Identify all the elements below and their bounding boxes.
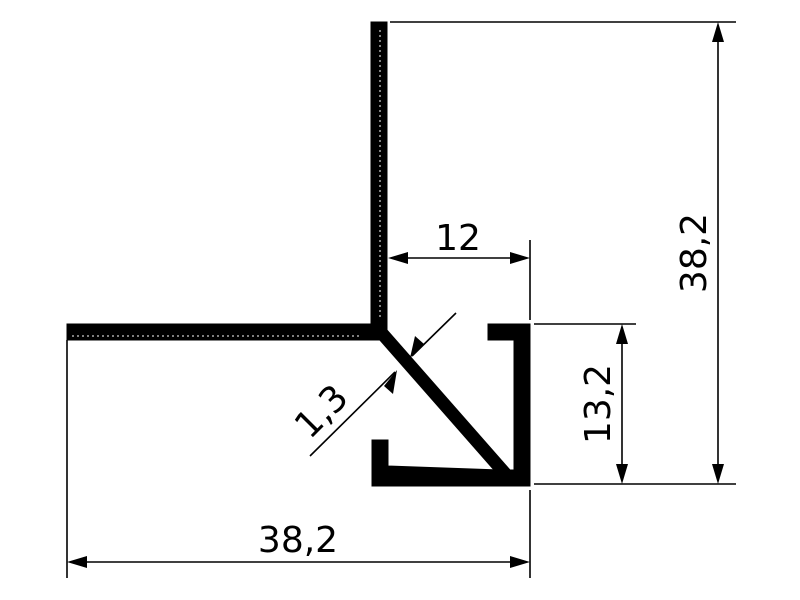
dimension-label-width-total: 38,2	[258, 520, 338, 561]
dimension-label-height-total: 38,2	[674, 213, 715, 293]
dimension-width-total: 38,2	[67, 520, 530, 568]
dimension-label-channel-height: 13,2	[578, 364, 619, 444]
dimension-channel-height: 13,2	[578, 324, 628, 484]
dimension-height-total: 38,2	[674, 22, 724, 484]
extension-lines	[66, 21, 736, 578]
dimension-channel-width: 12	[388, 218, 530, 264]
dimension-label-wall-thickness: 1,3	[287, 377, 356, 446]
profile-section	[66, 21, 531, 487]
dimension-label-channel-width: 12	[435, 218, 481, 259]
